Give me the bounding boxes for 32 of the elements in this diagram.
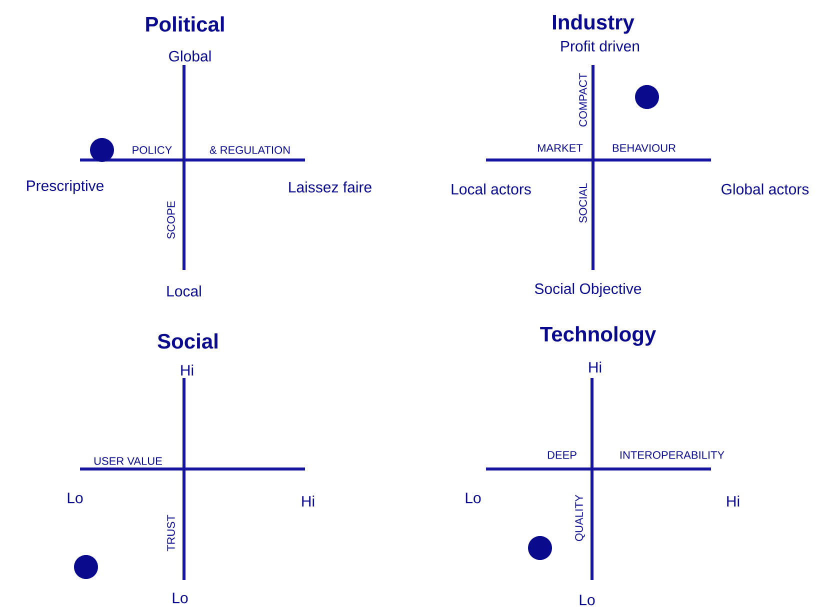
axis-end-label: Local	[167, 286, 201, 296]
axis-end-label: Global	[169, 50, 211, 62]
axis-label: & REGULATION	[210, 146, 290, 154]
axis-end-label: Hi	[302, 496, 314, 506]
axis-end-label: Lo	[466, 492, 481, 504]
panel-heading: Political	[146, 16, 224, 32]
axis-end-label: Hi	[589, 362, 602, 372]
axis-label: TRUST	[167, 514, 175, 552]
axis-end-label: Lo	[68, 492, 83, 504]
axis-end-label: Local actors	[452, 184, 531, 194]
axis-label: SCOPE	[167, 201, 175, 239]
axis-end-label: Lo	[580, 594, 595, 606]
axis-end-label: Prescriptive	[27, 180, 104, 194]
panel-heading: Social	[158, 333, 218, 349]
panel-heading: Technology	[540, 326, 656, 346]
axis-end-label: Global actors	[722, 184, 809, 194]
axis-label: COMPACT	[579, 73, 587, 127]
axis-label: USER VALUE	[94, 457, 162, 465]
axis-end-label: Profit driven	[561, 40, 640, 52]
axis-label: QUALITY	[575, 494, 585, 542]
axis-end-label: Laissez faire	[289, 182, 372, 192]
axis-label: POLICY	[132, 146, 172, 154]
panel-heading: Industry	[553, 14, 634, 34]
axis-label: INTEROPERABILITY	[620, 451, 724, 459]
axis-label: MARKET	[538, 144, 583, 152]
axis-end-label: Lo	[172, 592, 188, 604]
axis-end-label: Social Objective	[534, 283, 642, 297]
axis-label: DEEP	[548, 451, 576, 459]
axis-label: SOCIAL	[579, 183, 587, 223]
axis-end-label: Hi	[181, 364, 194, 376]
axis-label: BEHAVIOUR	[612, 144, 676, 152]
axis-end-label: Hi	[727, 496, 740, 506]
